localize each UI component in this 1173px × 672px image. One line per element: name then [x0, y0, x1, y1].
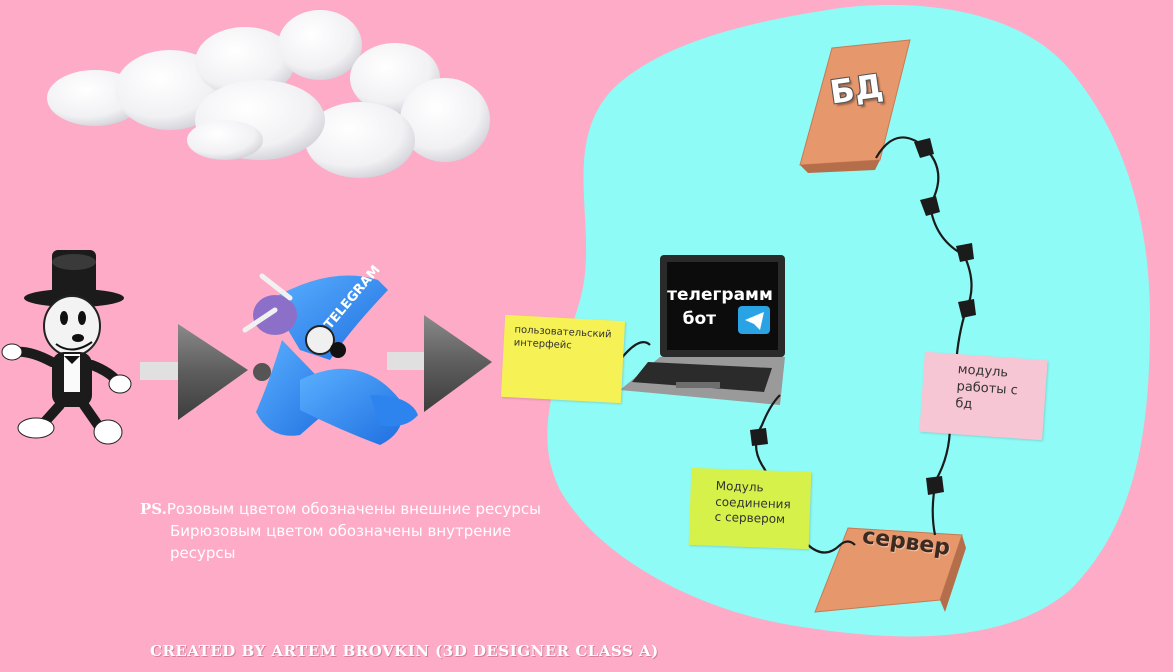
- database-binder-icon: [799, 39, 911, 173]
- server-module-note-text: Модуль соединения с сервером: [714, 478, 791, 527]
- server-binder-icon: [814, 527, 966, 613]
- telegram-icon: [738, 306, 770, 334]
- legend-line-2: Бирюзовым цветом обозначены внутрение ре…: [170, 522, 512, 562]
- cloud-icon: [47, 10, 490, 178]
- ui-note-text: пользовательский интерфейс: [513, 324, 612, 352]
- cable-connector-icon: [750, 138, 976, 495]
- arrow-right-icon: [387, 315, 492, 412]
- db-module-note: модуль работы с бд: [919, 351, 1048, 441]
- arrow-right-icon: [140, 324, 248, 420]
- legend-line-1: PS.Розовым цветом обозначены внешние рес…: [140, 498, 580, 520]
- laptop-title-line2: бот: [683, 309, 717, 329]
- server-module-note: Модуль соединения с сервером: [688, 467, 812, 550]
- airplane-icon: [242, 273, 418, 445]
- ui-note: пользовательский интерфейс: [500, 314, 626, 404]
- credit-text: CREATED BY ARTEM BROVKIN (3D DESIGNER CL…: [150, 642, 659, 660]
- db-module-note-text: модуль работы с бд: [954, 362, 1019, 413]
- legend-text-1: Розовым цветом обозначены внешние ресурс…: [166, 500, 541, 518]
- cartoon-character-icon: [1, 250, 132, 445]
- legend: PS.Розовым цветом обозначены внешние рес…: [140, 498, 580, 564]
- laptop-title-line1: телеграмм: [667, 285, 773, 305]
- legend-prefix: PS.: [140, 500, 167, 518]
- db-label: БД: [827, 66, 886, 112]
